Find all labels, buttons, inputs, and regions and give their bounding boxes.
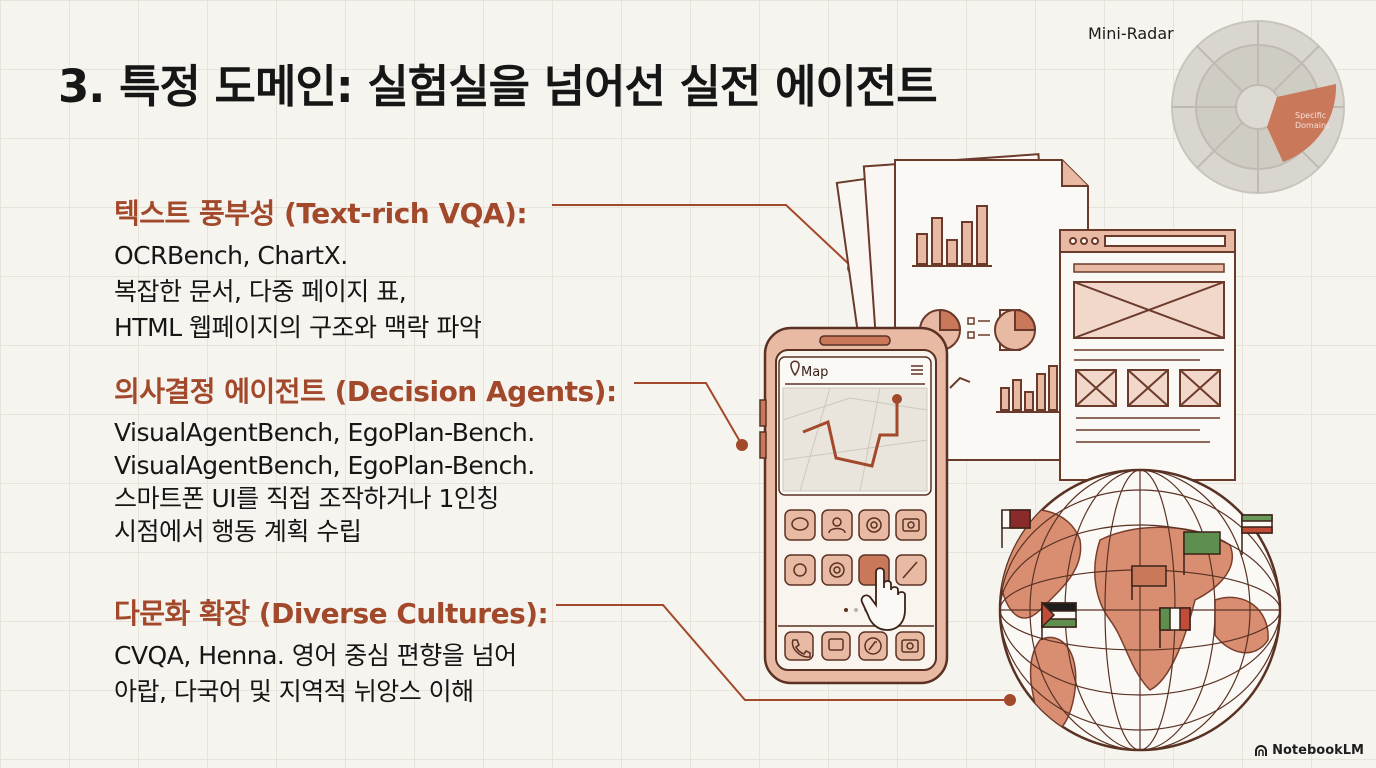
- section-line: VisualAgentBench, EgoPlan-Bench.: [114, 451, 535, 480]
- section-line: VisualAgentBench, EgoPlan-Bench.: [114, 418, 535, 447]
- connector-lines: [552, 204, 1010, 701]
- mini-radar-label: Mini-Radar: [1088, 24, 1174, 43]
- section-line: 스마트폰 UI를 직접 조작하거나 1인칭: [114, 484, 499, 513]
- browser-window-icon: [1059, 229, 1236, 481]
- section-line: HTML 웹페이지의 구조와 맥락 파악: [114, 313, 482, 342]
- section-line: 아랍, 다국어 및 지역적 뉘앙스 이해: [114, 677, 474, 706]
- svg-text:Domains: Domains: [1295, 121, 1330, 130]
- connector-dot: [736, 439, 748, 451]
- section-line: OCRBench, ChartX.: [114, 241, 348, 270]
- connector-dot: [1004, 694, 1016, 706]
- section-line: CVQA, Henna. 영어 중심 편향을 넘어: [114, 641, 517, 670]
- section-heading: 텍스트 풍부성 (Text-rich VQA):: [114, 197, 528, 230]
- page-title: 3. 특정 도메인: 실험실을 넘어선 실전 에이전트: [58, 60, 938, 113]
- map-label: Map: [801, 365, 828, 380]
- section-diverse-cultures: 다문화 확장 (Diverse Cultures): CVQA, Henna. …: [114, 592, 549, 710]
- mini-radar-icon: Specific Domains: [1171, 20, 1345, 194]
- section-heading: 다문화 확장 (Diverse Cultures):: [114, 597, 549, 630]
- section-text-rich-vqa: 텍스트 풍부성 (Text-rich VQA): OCRBench, Chart…: [114, 192, 528, 346]
- notebooklm-branding: NotebookLM: [1254, 743, 1364, 758]
- section-decision-agents: 의사결정 에이전트 (Decision Agents): VisualAgent…: [114, 370, 617, 548]
- section-heading: 의사결정 에이전트 (Decision Agents):: [114, 375, 617, 408]
- globe-icon: [998, 468, 1282, 752]
- notebooklm-logo-icon: [1255, 744, 1268, 756]
- branding-text: NotebookLM: [1272, 743, 1364, 758]
- flags: [1001, 509, 1273, 648]
- section-line: 시점에서 행동 계획 수립: [114, 517, 362, 546]
- smartphone-icon: [759, 326, 949, 685]
- document-stack-icon: [835, 153, 1089, 461]
- section-line: 복잡한 문서, 다중 페이지 표,: [114, 277, 407, 306]
- svg-text:Specific: Specific: [1295, 111, 1326, 120]
